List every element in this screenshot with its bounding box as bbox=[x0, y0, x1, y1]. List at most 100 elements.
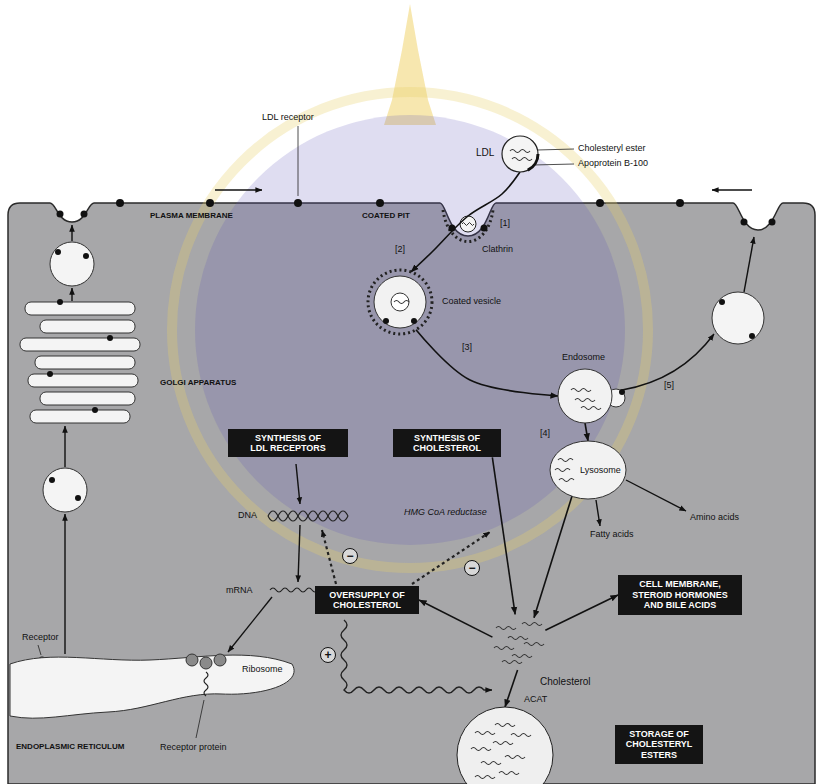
cholesterol-cluster-outline bbox=[524, 643, 544, 646]
endoplasmic-reticulum bbox=[214, 654, 226, 666]
flow-arrow bbox=[585, 423, 588, 441]
clathrin-coat bbox=[443, 210, 493, 242]
part-label: Receptor bbox=[22, 632, 59, 643]
process-label: SYNTHESIS OF CHOLESTEROL bbox=[407, 433, 487, 454]
receptor-dot bbox=[676, 199, 684, 207]
cholesterol-cluster-outline bbox=[494, 647, 514, 650]
receptor-dot bbox=[47, 371, 53, 377]
pathway-arrow bbox=[298, 525, 300, 582]
membrane-label: PLASMA MEMBRANE bbox=[150, 211, 233, 221]
storage-droplet-outline bbox=[475, 732, 495, 735]
receptor-dot bbox=[596, 199, 604, 207]
process-label: SYNTHESIS OF LDL RECEPTORS bbox=[248, 433, 328, 454]
flow-arrow bbox=[492, 457, 515, 614]
cholesterol-cluster-outline bbox=[522, 623, 542, 626]
endosome: Endosome bbox=[550, 352, 620, 424]
sign-symbol: − bbox=[465, 560, 479, 576]
membrane-arrow bbox=[215, 189, 752, 190]
coated-vesicle-outline bbox=[411, 318, 417, 324]
coated-vesicle: Coated vesicle bbox=[366, 270, 526, 334]
sign-circle bbox=[321, 648, 336, 663]
transport-vesicle bbox=[712, 292, 764, 344]
endoplasmic-reticulum bbox=[204, 672, 208, 696]
transport-vesicle bbox=[43, 242, 764, 512]
ldl-particle-outline bbox=[512, 158, 532, 161]
lysosome-outline bbox=[555, 469, 570, 472]
leader-line bbox=[196, 700, 204, 738]
sign-circle bbox=[465, 561, 480, 576]
sign-symbol: + bbox=[321, 647, 335, 663]
coated-vesicle-outline bbox=[391, 293, 409, 311]
storage-droplet-outline bbox=[511, 734, 531, 737]
leader-line bbox=[533, 164, 574, 165]
part-label: Apoprotein B-100 bbox=[578, 158, 648, 169]
dna-helix bbox=[268, 511, 348, 521]
membrane-arrow bbox=[712, 189, 752, 190]
watermark bbox=[172, 92, 648, 568]
enzyme-label: HMG CoA reductase bbox=[404, 507, 487, 518]
endosome-outline bbox=[581, 407, 601, 410]
dna-helix bbox=[268, 511, 348, 521]
receptor-dot bbox=[206, 199, 214, 207]
transport-vesicle bbox=[43, 468, 87, 512]
flow-arrow bbox=[419, 600, 492, 637]
flow-arrow bbox=[545, 595, 618, 630]
receptor-dot bbox=[39, 249, 756, 664]
receptor-dot bbox=[83, 253, 89, 259]
leader-line bbox=[298, 126, 299, 196]
coated-vesicle-outline bbox=[394, 301, 409, 304]
organelle-label: LDL bbox=[476, 147, 494, 159]
watermark bbox=[384, 4, 436, 125]
organelle-label: ENDOPLASMIC RETICULUM bbox=[16, 742, 124, 752]
ldl-in-pit bbox=[460, 216, 476, 232]
endoplasmic-reticulum bbox=[10, 655, 294, 718]
pathway-arrow bbox=[65, 225, 754, 654]
cholesterol-cluster-outline bbox=[502, 661, 522, 664]
pathway-arrow bbox=[596, 500, 600, 526]
membrane-arrow bbox=[215, 189, 262, 190]
receptor-dot bbox=[81, 211, 88, 218]
lysosome: Lysosome bbox=[548, 440, 630, 502]
transport-vesicle bbox=[50, 242, 94, 286]
process-box: SYNTHESIS OF LDL RECEPTORS bbox=[228, 429, 348, 458]
organelle-label: Cholesterol bbox=[540, 676, 591, 688]
enzyme-label: ACAT bbox=[524, 694, 547, 705]
lysosome-outline bbox=[558, 459, 573, 462]
ldl-in-pit bbox=[462, 223, 474, 226]
cholesterol-cluster-outline bbox=[508, 637, 528, 640]
dna-helix bbox=[268, 511, 348, 521]
part-label: LDL receptor bbox=[262, 112, 314, 123]
organelle-label: GOLGI APPARATUS bbox=[160, 378, 236, 388]
golgi-apparatus bbox=[28, 374, 138, 387]
part-label: Ribosome bbox=[242, 664, 283, 675]
organelle-label: Coated vesicle bbox=[442, 296, 501, 307]
lysosome-outline bbox=[559, 479, 574, 482]
endosome-outline bbox=[550, 352, 620, 424]
receptor-dot bbox=[57, 299, 63, 305]
golgi-apparatus bbox=[40, 392, 135, 405]
storage-droplet-outline bbox=[499, 772, 519, 775]
endoplasmic-reticulum bbox=[200, 657, 212, 669]
callout-number: [2] bbox=[395, 244, 405, 255]
endoplasmic-reticulum bbox=[186, 654, 198, 666]
flow-arrow bbox=[411, 172, 520, 272]
storage-droplet: STORAGE OF CHOLESTERYL ESTERS bbox=[455, 705, 705, 784]
golgi-apparatus bbox=[25, 302, 135, 315]
inhibition-arrow bbox=[322, 530, 336, 584]
process-box: OVERSUPPLY OF CHOLESTEROL bbox=[315, 586, 419, 615]
leader-line bbox=[38, 126, 574, 738]
pathway-arrow bbox=[71, 225, 72, 241]
cholesterol-cluster-outline bbox=[512, 655, 532, 658]
part-label: Clathrin bbox=[482, 244, 513, 255]
part-label: DNA bbox=[238, 510, 257, 521]
flow-arrow bbox=[505, 670, 518, 707]
ldl-particle-outline bbox=[510, 150, 530, 153]
flow-arrow bbox=[534, 496, 572, 617]
pathway-arrow bbox=[64, 514, 65, 654]
organelle-label: Endosome bbox=[562, 352, 605, 363]
receptor-dot bbox=[749, 333, 755, 339]
pathway-arrow bbox=[71, 288, 72, 301]
receptor-dot bbox=[741, 219, 748, 226]
